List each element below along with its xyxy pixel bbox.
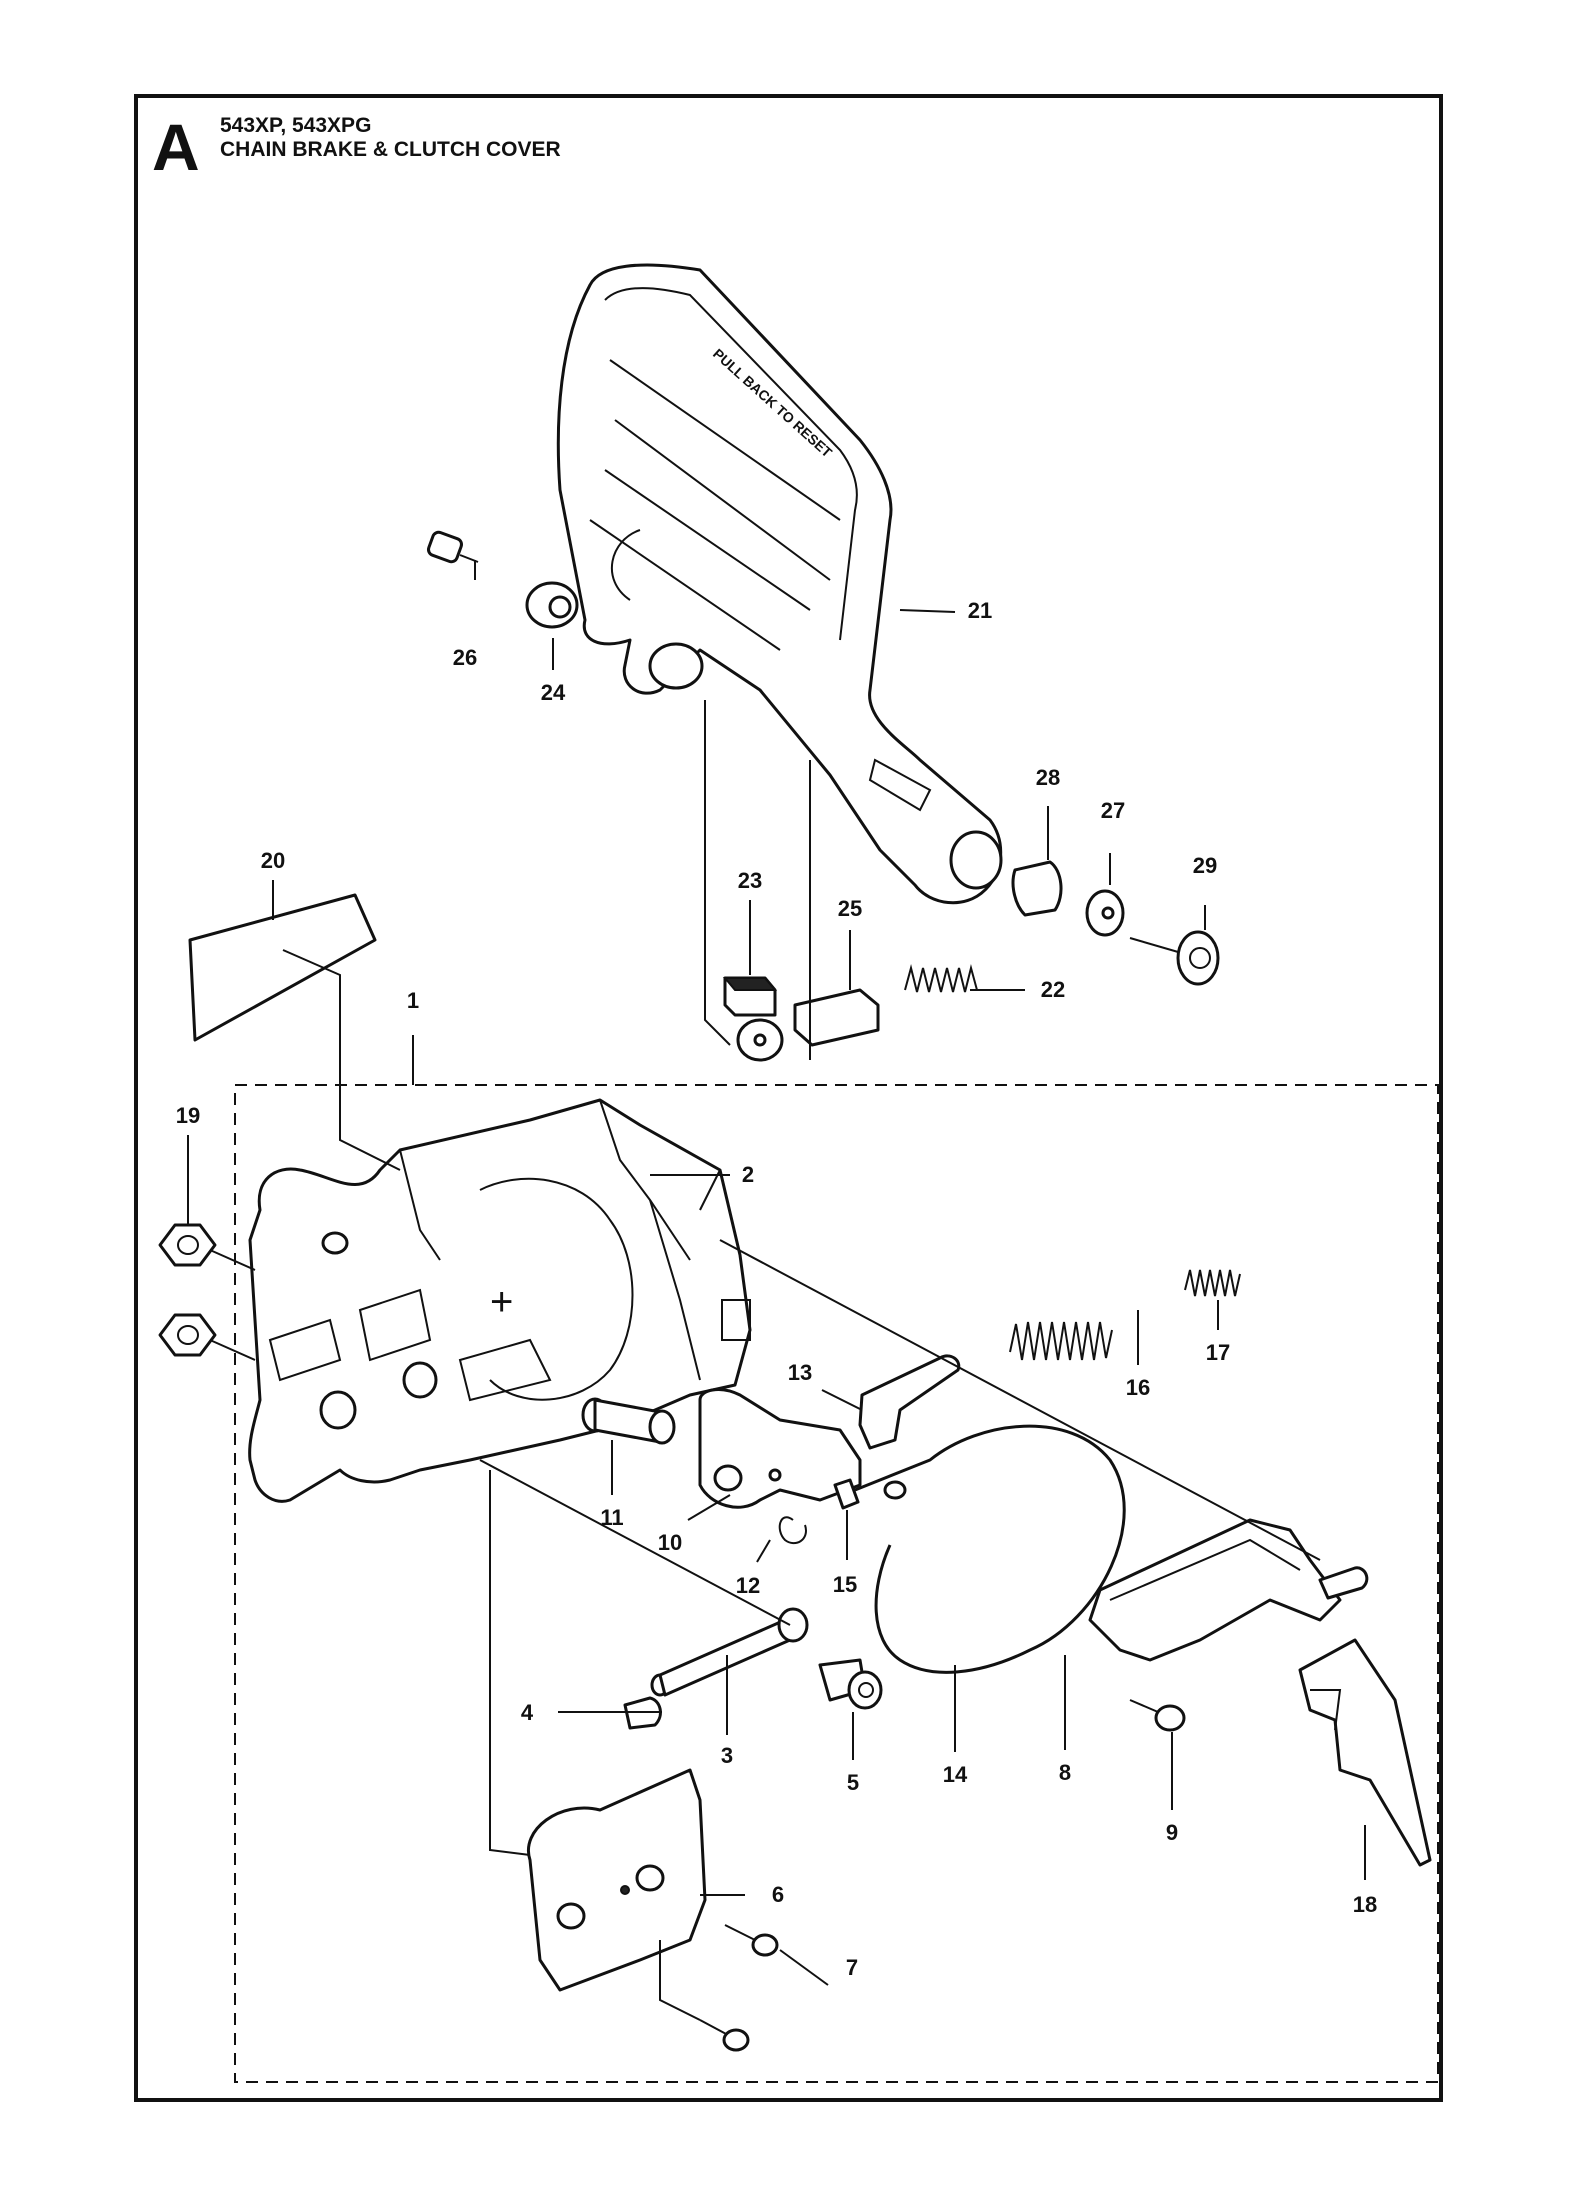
part-washer-lever — [736, 1018, 784, 1062]
part-3-bolt — [650, 1607, 809, 1697]
callout-15: 15 — [833, 1572, 857, 1597]
callout-3: 3 — [721, 1743, 733, 1768]
diagram-frame — [134, 94, 1443, 2102]
callout-9: 9 — [1166, 1820, 1178, 1845]
part-23-block — [722, 976, 778, 1017]
diagram-title: CHAIN BRAKE & CLUTCH COVER — [220, 138, 561, 161]
callout-14: 14 — [943, 1762, 968, 1787]
callout-labels: 1 2 3 4 5 6 7 8 9 10 11 12 13 14 15 16 1… — [176, 598, 1377, 1980]
part-9-screw — [1129, 1699, 1186, 1732]
part-14-brake-band — [854, 1424, 1126, 1674]
model-line: 543XP, 543XPG — [220, 114, 372, 137]
part-6-plate — [527, 1768, 707, 1992]
callout-8: 8 — [1059, 1760, 1071, 1785]
part-8-guide — [1088, 1518, 1342, 1662]
part-16-spring — [1009, 1321, 1113, 1361]
callout-22: 22 — [1041, 977, 1065, 1002]
cover-cross-mark: + — [490, 1280, 513, 1324]
part-26-screw — [426, 530, 479, 564]
callout-25: 25 — [838, 896, 862, 921]
part-27-washer — [1085, 889, 1125, 937]
callout-1: 1 — [407, 988, 419, 1013]
part-18-cover-plate — [1298, 1638, 1432, 1867]
callout-5: 5 — [847, 1770, 859, 1795]
callout-17: 17 — [1206, 1340, 1230, 1365]
part-7-screw-lower — [699, 2019, 750, 2052]
part-29-shoulder-screw — [1129, 930, 1220, 986]
assembly-boundary — [234, 1084, 1439, 2083]
callout-11: 11 — [600, 1505, 623, 1530]
callout-13: 13 — [788, 1360, 812, 1385]
part-19-nut-lower — [158, 1313, 217, 1357]
part-2-clutch-cover: + — [248, 1098, 752, 1503]
part-25-slider — [793, 988, 880, 1047]
callout-26: 26 — [453, 645, 477, 670]
part-19-nut-upper — [158, 1223, 217, 1267]
part-13-latch — [858, 1354, 961, 1450]
part-22-spring — [904, 964, 978, 993]
callout-20: 20 — [261, 848, 285, 873]
leader-lines — [187, 560, 1366, 2021]
callout-12: 12 — [736, 1573, 760, 1598]
part-20-label — [188, 893, 377, 1042]
section-letter: A — [152, 110, 200, 184]
part-5-bushing — [818, 1658, 883, 1710]
callout-18: 18 — [1353, 1892, 1377, 1917]
callout-23: 23 — [738, 868, 762, 893]
callout-10: 10 — [658, 1530, 682, 1555]
callout-7: 7 — [846, 1955, 858, 1980]
part-screw-guide — [1318, 1566, 1369, 1600]
callout-4: 4 — [521, 1700, 534, 1725]
part-28-sleeve — [1011, 860, 1063, 917]
part-15-pin — [833, 1478, 860, 1510]
part-24-bushing — [525, 581, 579, 629]
part-7-screw-upper — [724, 1924, 779, 1957]
part-17-spring — [1184, 1269, 1241, 1297]
callout-27: 27 — [1101, 798, 1125, 823]
callout-19: 19 — [176, 1103, 200, 1128]
part-11-pin — [581, 1397, 676, 1445]
callout-24: 24 — [541, 680, 566, 705]
callout-28: 28 — [1036, 765, 1060, 790]
callout-16: 16 — [1126, 1375, 1150, 1400]
callout-29: 29 — [1193, 853, 1217, 878]
callout-2: 2 — [742, 1162, 754, 1187]
callout-21: 21 — [968, 598, 992, 623]
part-12-circlip — [778, 1516, 807, 1545]
callout-6: 6 — [772, 1882, 784, 1907]
part-21-brake-handle: PULL BACK TO RESET — [556, 263, 1003, 905]
